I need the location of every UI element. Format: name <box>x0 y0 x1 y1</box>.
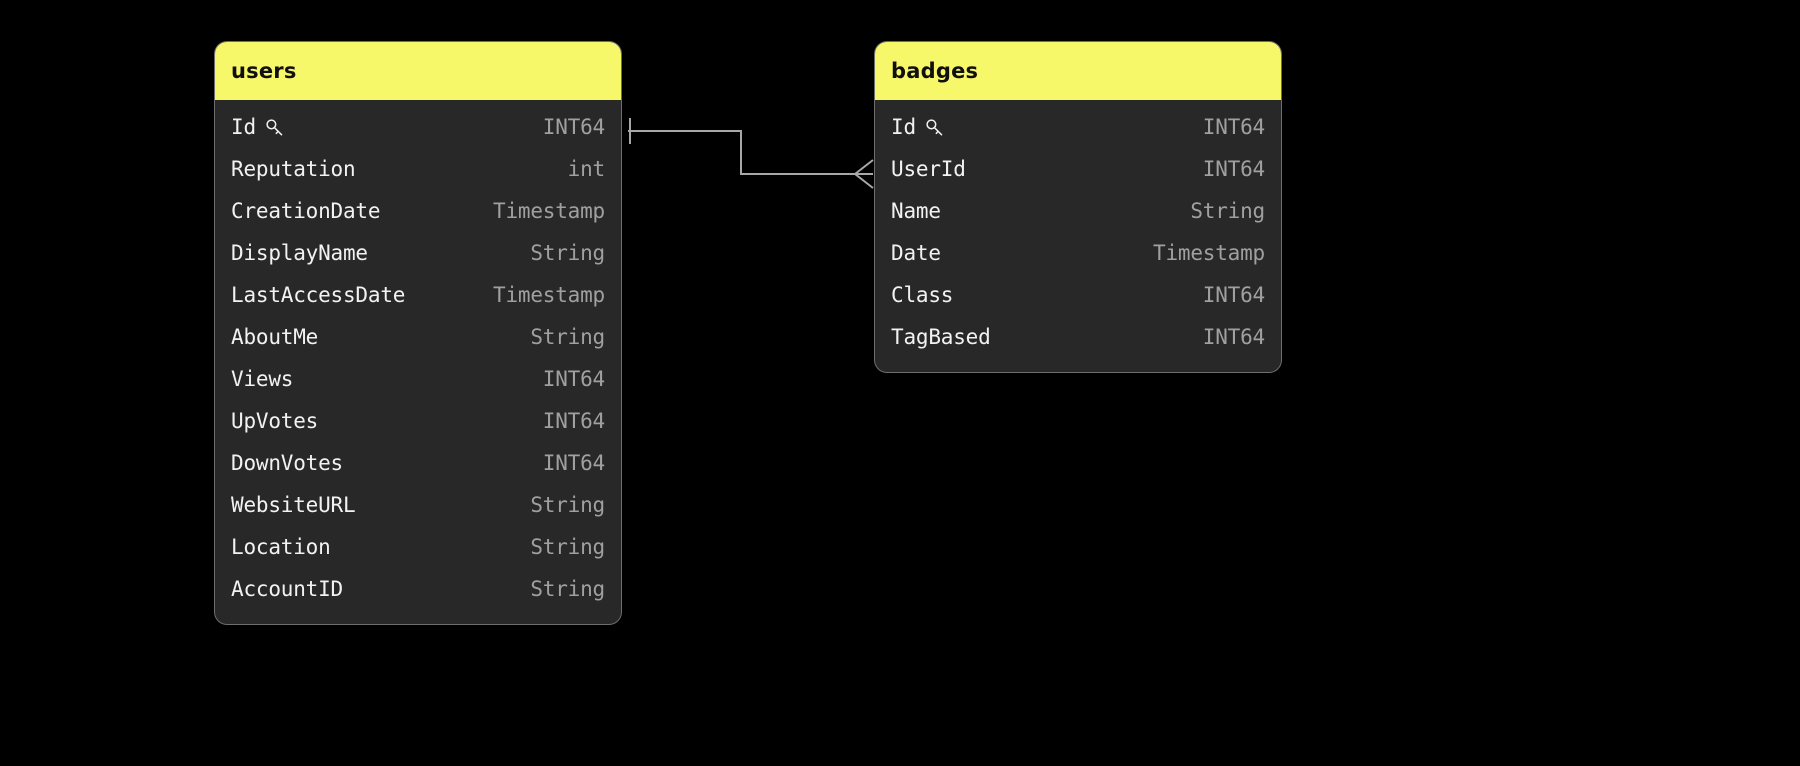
field-name-label: TagBased <box>891 325 991 349</box>
field-type-label: INT64 <box>542 115 605 139</box>
field-name-label: LastAccessDate <box>231 283 406 307</box>
field-name-label: DownVotes <box>231 451 343 475</box>
field-row-userid[interactable]: UserId INT64 <box>875 148 1281 190</box>
field-row-accountid[interactable]: AccountID String <box>215 568 621 610</box>
entity-title-badges: badges <box>891 59 979 83</box>
field-row-location[interactable]: Location String <box>215 526 621 568</box>
field-name-label: Reputation <box>231 157 356 181</box>
entity-header-badges[interactable]: badges <box>875 42 1281 100</box>
field-row-upvotes[interactable]: UpVotes INT64 <box>215 400 621 442</box>
field-type-label: int <box>567 157 606 181</box>
field-type-label: INT64 <box>542 409 605 433</box>
field-row-views[interactable]: Views INT64 <box>215 358 621 400</box>
field-name-label: UserId <box>891 157 966 181</box>
key-icon <box>265 118 284 137</box>
field-type-label: INT64 <box>1202 157 1265 181</box>
key-icon <box>925 118 944 137</box>
field-row-id[interactable]: Id INT64 <box>875 106 1281 148</box>
field-row-downvotes[interactable]: DownVotes INT64 <box>215 442 621 484</box>
relationship-path <box>628 130 869 175</box>
field-name-label: Date <box>891 241 941 265</box>
entity-fields-users: Id INT64 Reputation int <box>215 100 621 624</box>
field-type-label: String <box>530 493 605 517</box>
entity-table-badges[interactable]: badges Id INT64 Use <box>875 42 1281 372</box>
field-row-displayname[interactable]: DisplayName String <box>215 232 621 274</box>
field-name-label: AboutMe <box>231 325 319 349</box>
field-name-label: UpVotes <box>231 409 319 433</box>
entity-table-users[interactable]: users Id INT64 Repu <box>215 42 621 624</box>
entity-header-users[interactable]: users <box>215 42 621 100</box>
field-name-label: AccountID <box>231 577 343 601</box>
field-type-label: String <box>530 241 605 265</box>
field-name-label: Name <box>891 199 941 223</box>
field-type-label: INT64 <box>1202 283 1265 307</box>
field-name-label: Id <box>231 115 256 139</box>
field-type-label: INT64 <box>542 367 605 391</box>
field-name-label: Id <box>891 115 916 139</box>
field-type-label: INT64 <box>542 451 605 475</box>
field-row-websiteurl[interactable]: WebsiteURL String <box>215 484 621 526</box>
field-type-label: String <box>530 577 605 601</box>
field-row-lastaccessdate[interactable]: LastAccessDate Timestamp <box>215 274 621 316</box>
field-name-label: Location <box>231 535 331 559</box>
field-name-label: Class <box>891 283 954 307</box>
field-name-label: CreationDate <box>231 199 381 223</box>
field-row-name[interactable]: Name String <box>875 190 1281 232</box>
field-type-label: INT64 <box>1202 115 1265 139</box>
entity-title-users: users <box>231 59 297 83</box>
entity-fields-badges: Id INT64 UserId INT64 <box>875 100 1281 372</box>
field-name-label: Views <box>231 367 294 391</box>
field-row-date[interactable]: Date Timestamp <box>875 232 1281 274</box>
field-row-aboutme[interactable]: AboutMe String <box>215 316 621 358</box>
field-name-label: WebsiteURL <box>231 493 356 517</box>
field-row-class[interactable]: Class INT64 <box>875 274 1281 316</box>
field-name-label: DisplayName <box>231 241 368 265</box>
field-type-label: Timestamp <box>493 283 605 307</box>
field-type-label: INT64 <box>1202 325 1265 349</box>
field-type-label: String <box>1190 199 1265 223</box>
field-row-tagbased[interactable]: TagBased INT64 <box>875 316 1281 358</box>
field-type-label: Timestamp <box>1153 241 1265 265</box>
cardinality-many-crowsfoot <box>854 159 874 189</box>
field-row-reputation[interactable]: Reputation int <box>215 148 621 190</box>
field-row-id[interactable]: Id INT64 <box>215 106 621 148</box>
field-type-label: Timestamp <box>493 199 605 223</box>
field-type-label: String <box>530 535 605 559</box>
field-row-creationdate[interactable]: CreationDate Timestamp <box>215 190 621 232</box>
field-type-label: String <box>530 325 605 349</box>
